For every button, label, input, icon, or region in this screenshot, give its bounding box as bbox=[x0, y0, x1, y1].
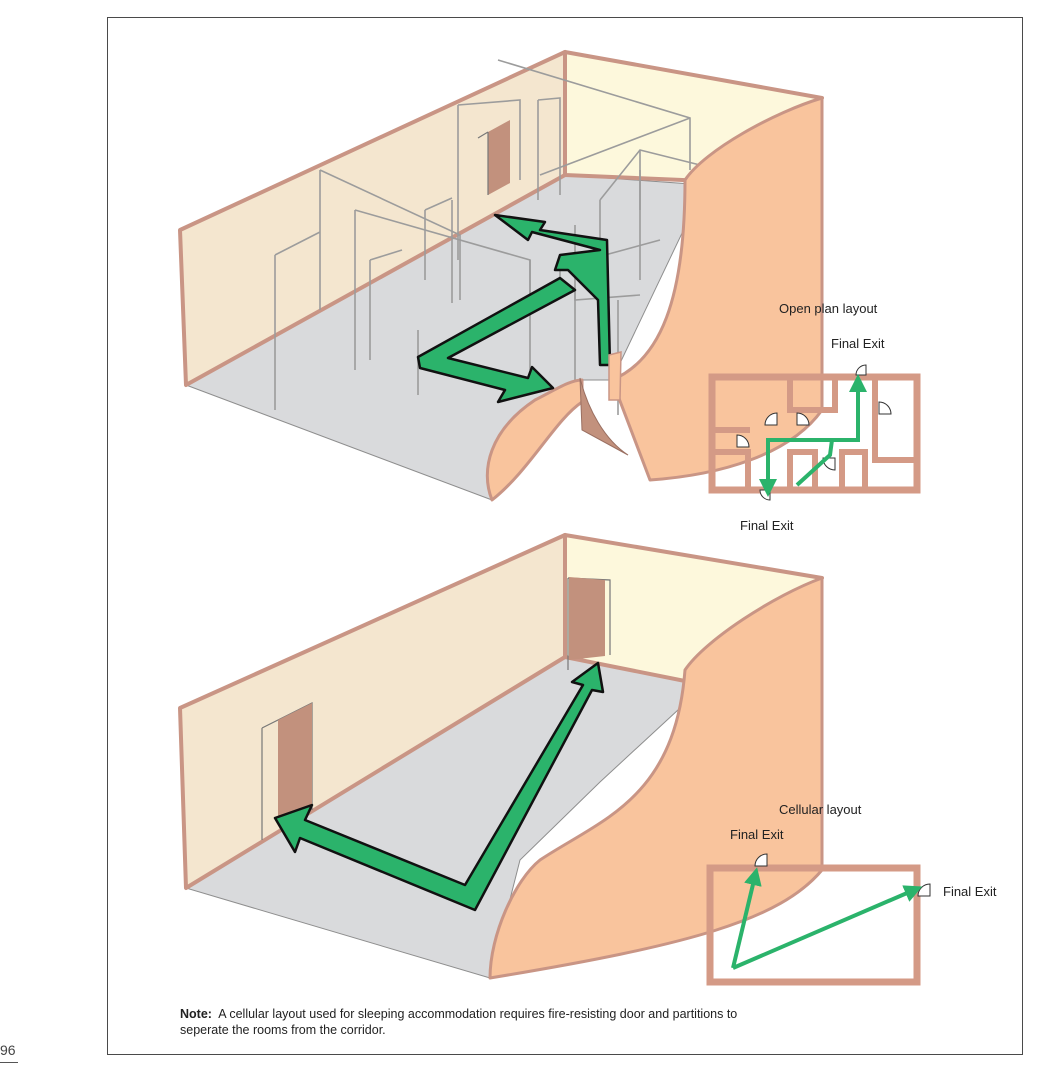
open-plan-door-front bbox=[579, 377, 629, 456]
open-plan-front-wall bbox=[485, 378, 584, 502]
open-plan-exit-top-label: Final Exit bbox=[831, 336, 885, 351]
cellular-door-back bbox=[569, 577, 605, 660]
page-number: 96 bbox=[0, 1042, 16, 1058]
open-plan-partitions bbox=[274, 59, 701, 415]
open-plan-door-upper bbox=[488, 120, 510, 195]
cellular-door-swings bbox=[754, 853, 931, 897]
cellular-escape-route bbox=[731, 867, 923, 970]
cellular-room-3d bbox=[178, 533, 824, 980]
cellular-right-wall bbox=[488, 576, 824, 980]
note: Note: A cellular layout used for sleepin… bbox=[180, 1006, 740, 1038]
open-plan-title: Open plan layout bbox=[779, 301, 878, 316]
open-plan-escape-arrow-lower bbox=[416, 276, 577, 404]
cellular-exit-left-label: Final Exit bbox=[730, 827, 784, 842]
cellular-door-left bbox=[278, 703, 312, 823]
cellular-floorplan: Cellular layout Final Exit Final Exit bbox=[706, 802, 997, 986]
figure-frame bbox=[107, 17, 1023, 1055]
note-prefix: Note: bbox=[180, 1007, 212, 1021]
cellular-outer-wall bbox=[706, 864, 921, 986]
note-text: A cellular layout used for sleeping acco… bbox=[180, 1007, 738, 1037]
open-plan-escape-route bbox=[759, 374, 867, 497]
open-plan-partition-strip bbox=[608, 351, 622, 401]
open-plan-floorplan: Open plan layout Final Exit Final Exit bbox=[708, 301, 921, 533]
open-plan-right-wall bbox=[610, 96, 824, 482]
open-plan-exit-bottom-label: Final Exit bbox=[740, 518, 794, 533]
cellular-title: Cellular layout bbox=[779, 802, 862, 817]
cellular-escape-arrow bbox=[273, 661, 605, 912]
cellular-exit-right-label: Final Exit bbox=[943, 884, 997, 899]
open-plan-escape-arrow-upper bbox=[493, 213, 612, 367]
open-plan-room-3d bbox=[178, 50, 824, 502]
page-rule bbox=[0, 1062, 18, 1063]
